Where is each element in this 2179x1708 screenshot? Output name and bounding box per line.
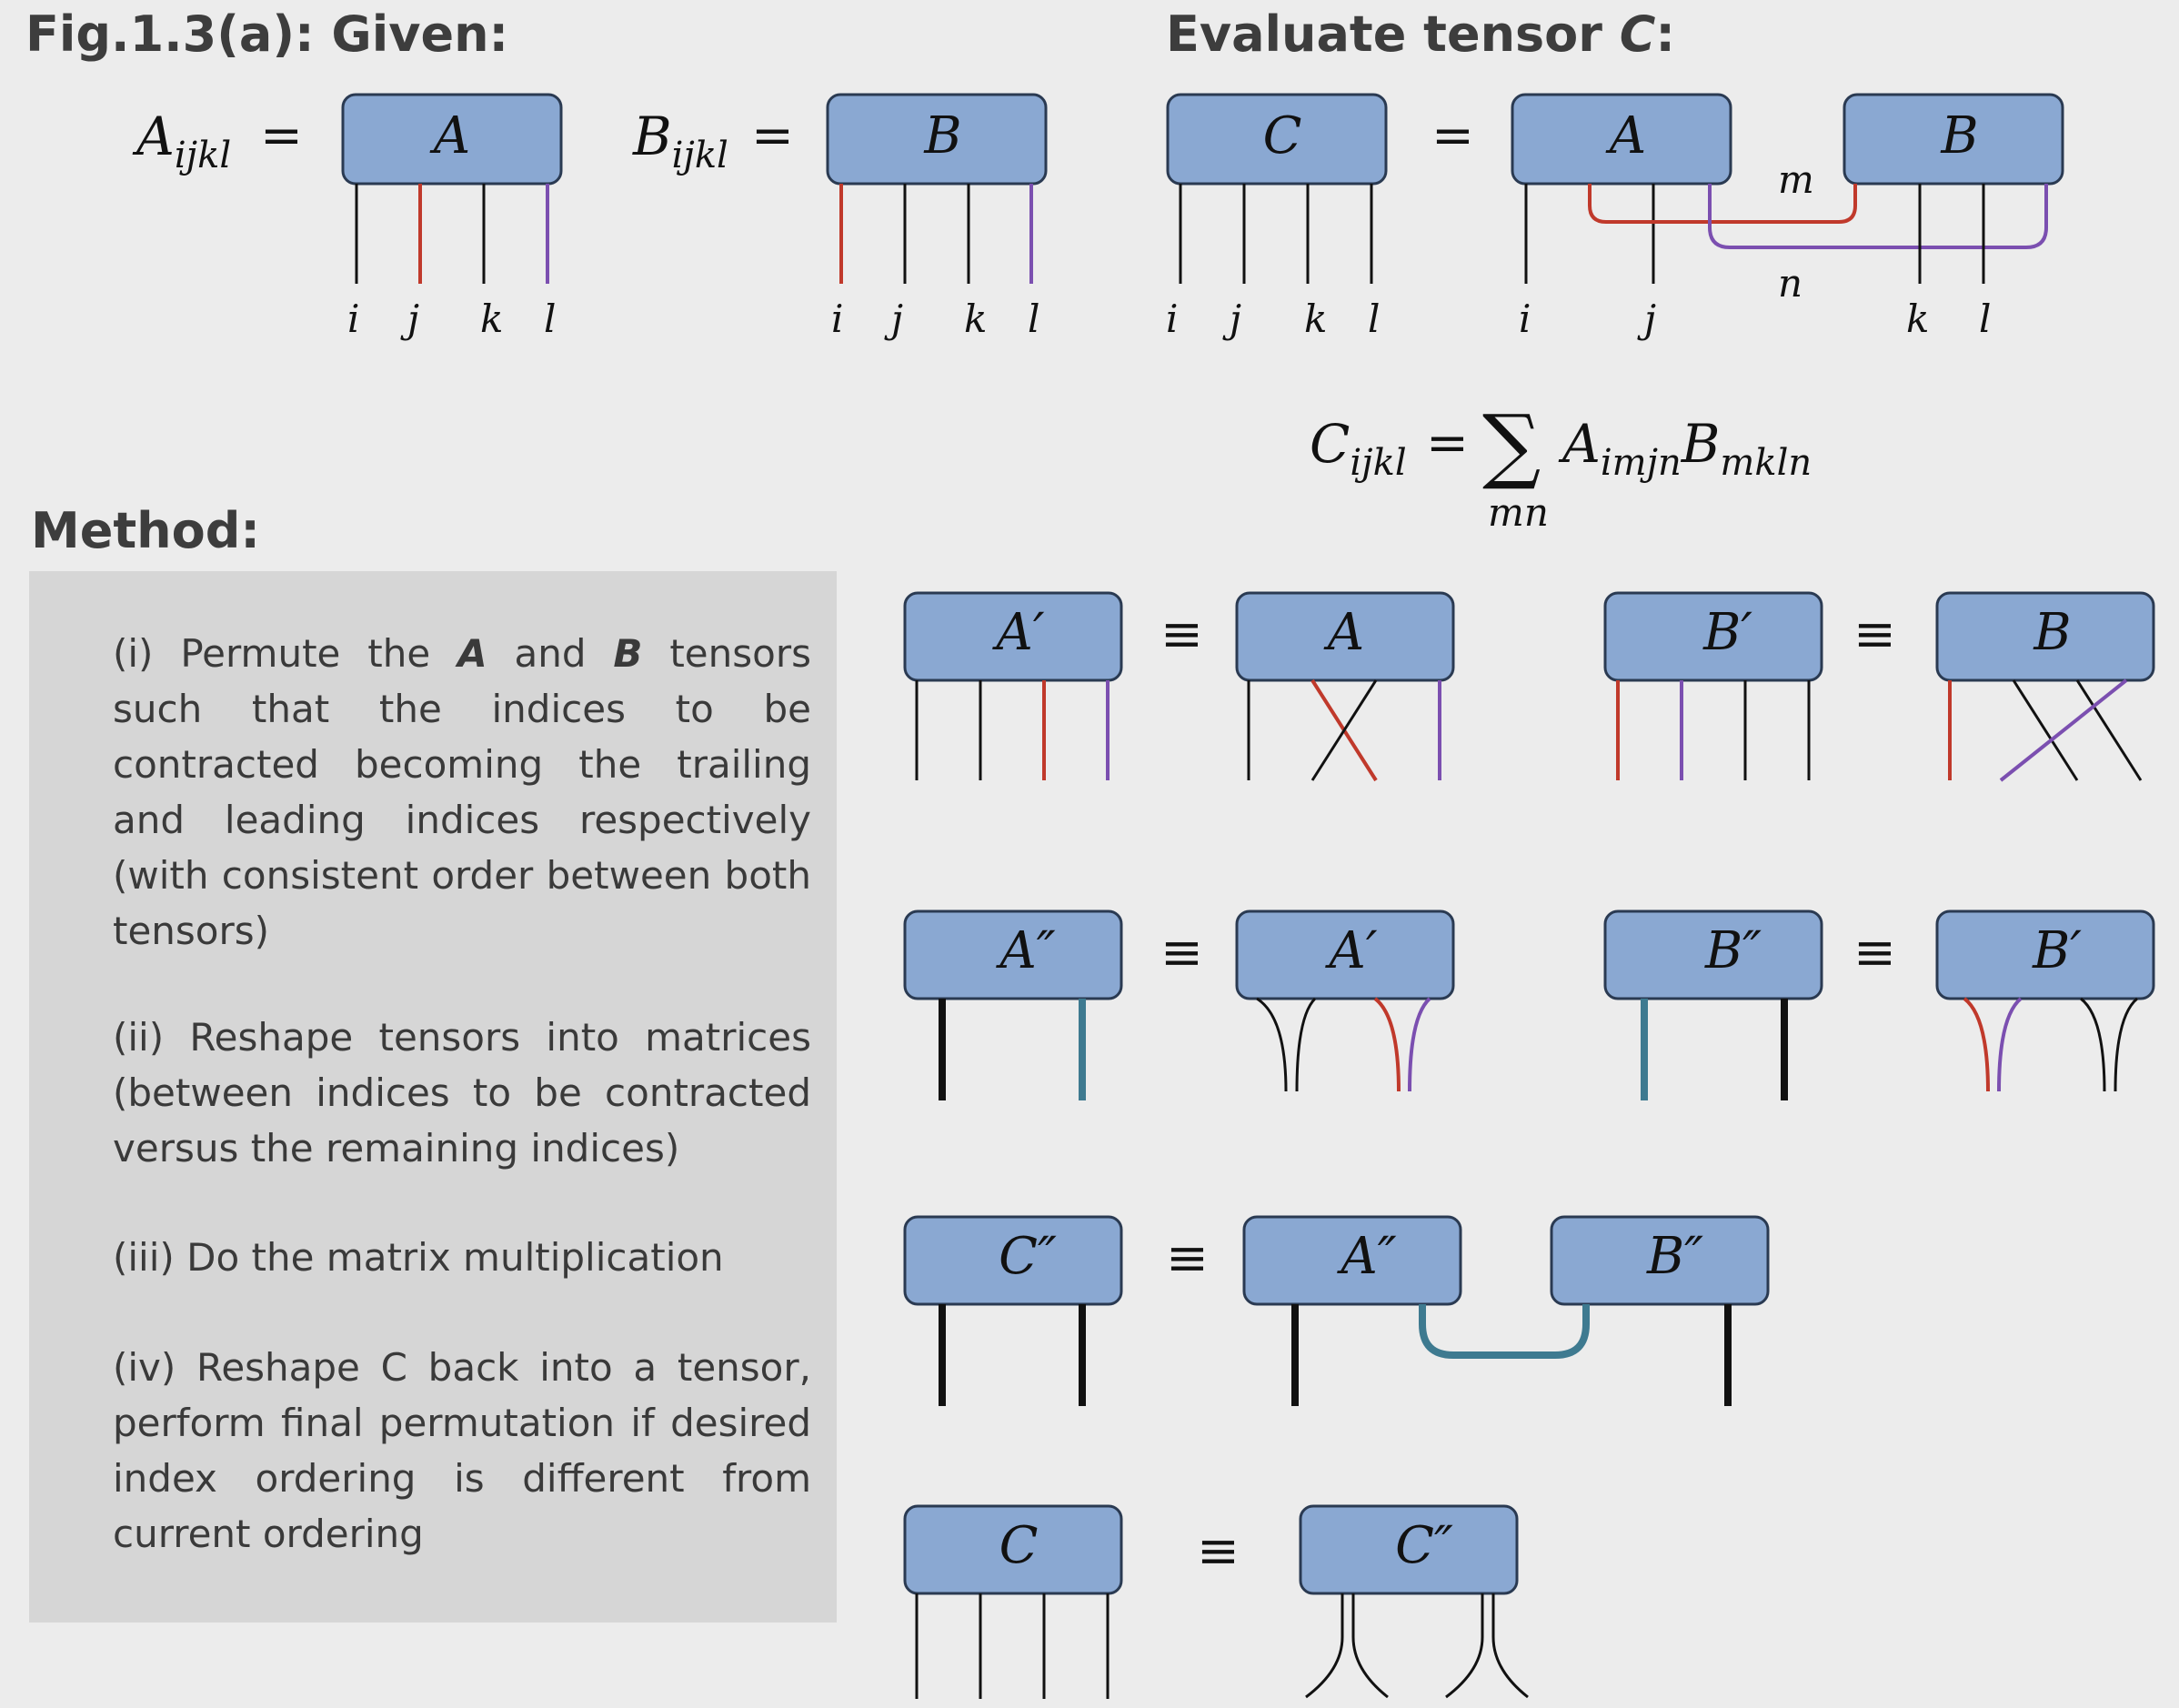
index-j: j [1637, 296, 1656, 341]
equiv-sign: ≡ [1853, 605, 1896, 664]
tensor-a-box [1235, 591, 1455, 682]
tensor-a-dprime-label: A″ [1336, 1227, 1396, 1286]
given-a-equals: = [260, 106, 303, 166]
tensor-c-label: C [1263, 106, 1302, 166]
tensor-c-dprime-label: C″ [999, 1227, 1057, 1286]
method-step-1: (i) Permute the A and B tensors such tha… [113, 631, 811, 953]
heading-method: Method: [31, 502, 260, 559]
tensor-b-dprime-box [1550, 1215, 1770, 1306]
tensor-a-label: A [429, 106, 470, 166]
tensor-b-dprime-box [1603, 909, 1823, 1000]
index-k: k [1906, 296, 1929, 341]
tensor-a-dprime-box [903, 909, 1123, 1000]
tensor-c-label: C [999, 1516, 1039, 1575]
tensor-c-box [903, 1504, 1123, 1595]
contracted-leg [1419, 1304, 1590, 1359]
formula-equals: = [1426, 414, 1469, 473]
formula-sum-index: mn [1488, 490, 1549, 535]
equiv-sign: ≡ [1166, 1229, 1209, 1288]
tensor-b-dprime-label: B″ [1646, 1227, 1703, 1286]
index-k: k [964, 296, 987, 341]
index-i: i [1519, 296, 1531, 341]
step2-b-reshape: B″ ≡ B′ [1603, 909, 2155, 1100]
index-j: j [884, 296, 903, 341]
tensor-a-dprime-box [1242, 1215, 1462, 1306]
step1-a-permute: A′ ≡ A [903, 591, 1455, 782]
index-j: j [400, 296, 419, 341]
given-b-equation: Bijkl = B i j k l [632, 93, 1048, 341]
tensor-a-box [1511, 93, 1732, 186]
index-i: i [831, 296, 843, 341]
index-m: m [1778, 157, 1814, 202]
tensor-b-dprime-label: B″ [1704, 921, 1762, 980]
tensor-b-label: B [1940, 106, 1978, 166]
index-i: i [347, 296, 359, 341]
contraction-formula: Cijkl = ∑ mn AimjnBmkln [1310, 397, 1812, 535]
heading-evaluate-text: Evaluate tensor [1166, 5, 1620, 63]
step3-matrix-multiply: C″ ≡ A″ B″ [903, 1215, 1770, 1406]
index-l: l [544, 296, 556, 341]
index-l: l [1028, 296, 1039, 341]
method-box: (i) Permute the A and B tensors such tha… [29, 571, 837, 1623]
index-l: l [1368, 296, 1380, 341]
tensor-b-prime-box [1935, 909, 2155, 1000]
method-step-3: (iii) Do the matrix multiplication [113, 1235, 724, 1280]
contracted-leg-n [1708, 184, 2048, 249]
index-i: i [1166, 296, 1178, 341]
contraction-equals: = [1431, 106, 1474, 166]
index-l: l [1979, 296, 1991, 341]
index-k: k [480, 296, 503, 341]
tensor-a-prime-box [903, 591, 1123, 682]
tensor-a-prime-label: A′ [1324, 921, 1377, 980]
index-j: j [1222, 296, 1241, 341]
given-a-equation: Aijkl = A i j k l [132, 93, 563, 341]
equiv-sign: ≡ [1160, 605, 1203, 664]
contracted-leg-m [1588, 184, 1857, 224]
tensor-b-prime-box [1603, 591, 1823, 682]
heading-evaluate-colon: : [1655, 5, 1675, 63]
tensor-a-box [341, 93, 563, 186]
tensor-b-prime-label: B′ [1702, 603, 1752, 662]
step2-a-reshape: A″ ≡ A′ [903, 909, 1455, 1100]
given-b-equals: = [751, 106, 794, 166]
formula-rhs: AimjnBmkln [1558, 413, 1812, 484]
tensor-c-box [1166, 93, 1388, 186]
tensor-a-dprime-label: A″ [995, 921, 1055, 980]
formula-lhs: Cijkl [1310, 413, 1407, 484]
equiv-sign: ≡ [1197, 1522, 1240, 1581]
given-b-lhs: Bijkl [632, 105, 728, 176]
heading-evaluate: Evaluate tensor C: [1166, 5, 1675, 63]
tensor-c-dprime-label: C″ [1395, 1516, 1453, 1575]
tensor-c-dprime-box [1299, 1504, 1519, 1595]
heading-evaluate-var: C [1619, 5, 1656, 63]
tensor-a-prime-label: A′ [991, 603, 1044, 662]
tensor-b-box [826, 93, 1048, 186]
tensor-b-label: B [2033, 603, 2071, 662]
contraction-diagram: C i j k l = A B m n i j k l [1166, 93, 2064, 341]
tensor-a-label: A [1605, 106, 1646, 166]
index-k: k [1304, 296, 1327, 341]
tensor-b-prime-label: B′ [2032, 921, 2082, 980]
tensor-b-box [1935, 591, 2155, 682]
tensor-b-label: B [923, 106, 961, 166]
tensor-c-dprime-box [903, 1215, 1123, 1306]
equiv-sign: ≡ [1160, 923, 1203, 982]
heading-given: Fig.1.3(a): Given: [25, 5, 509, 63]
given-a-lhs: Aijkl [132, 105, 231, 176]
method-step-2: (ii) Reshape tensors into matrices (betw… [113, 1015, 811, 1170]
formula-sum: ∑ [1482, 397, 1541, 493]
method-step-4: (iv) Reshape C back into a tensor, perfo… [113, 1345, 811, 1556]
tensor-a-label: A [1323, 603, 1364, 662]
step4-reshape-back: C ≡ C″ [903, 1504, 1529, 1699]
tensor-a-prime-box [1235, 909, 1455, 1000]
step1-b-permute: B′ ≡ B [1603, 591, 2155, 782]
tensor-b-box [1843, 93, 2064, 186]
index-n: n [1778, 261, 1802, 306]
equiv-sign: ≡ [1853, 923, 1896, 982]
